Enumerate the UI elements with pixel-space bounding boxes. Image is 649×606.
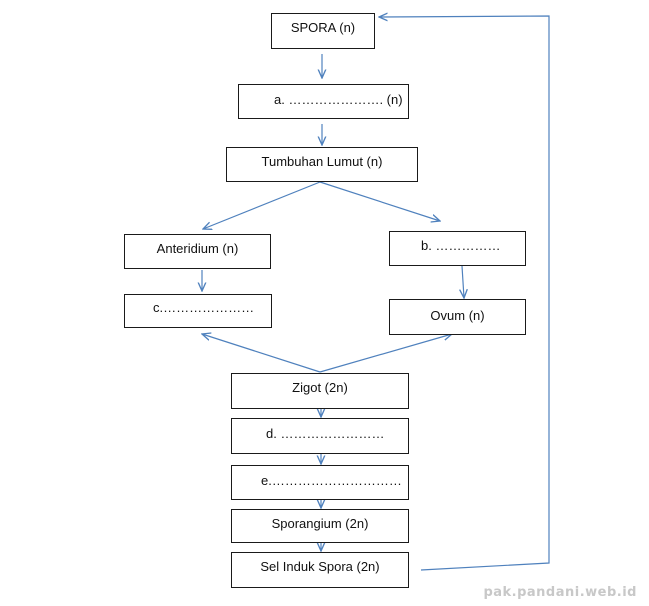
node-zigot-label: Zigot (2n)	[292, 380, 348, 395]
node-spora: SPORA (n)	[271, 13, 375, 49]
arrow-c-to-zigot-join	[202, 334, 321, 373]
node-sel-induk-spora-label: Sel Induk Spora (2n)	[260, 559, 380, 574]
node-sporangium-label: Sporangium (2n)	[271, 516, 369, 531]
watermark: pak.pandani.web.id	[483, 585, 637, 600]
node-b: b. ……………	[389, 231, 526, 266]
node-sel-induk-spora: Sel Induk Spora (2n)	[231, 552, 409, 588]
node-sporangium: Sporangium (2n)	[231, 509, 409, 543]
node-ovum: Ovum (n)	[389, 299, 526, 335]
node-d: d. ……………………	[231, 418, 409, 454]
node-d-label: d. ……………………	[266, 426, 385, 441]
node-c-label: c.…………………	[153, 300, 255, 315]
arrow-tumbuhan-to-anteridium	[203, 181, 321, 229]
node-tumbuhan-lumut-label: Tumbuhan Lumut (n)	[261, 154, 383, 169]
node-ovum-label: Ovum (n)	[430, 308, 485, 323]
node-c: c.…………………	[124, 294, 272, 328]
arrow-ovum-to-zigot-join	[319, 334, 452, 373]
node-spora-label: SPORA (n)	[290, 20, 356, 35]
node-e-label: e.…………………………	[261, 473, 402, 488]
node-a-label: a. …………………. (n)	[274, 92, 403, 107]
node-anteridium-label: Anteridium (n)	[156, 241, 239, 256]
node-e: e.…………………………	[231, 465, 409, 500]
node-tumbuhan-lumut: Tumbuhan Lumut (n)	[226, 147, 418, 182]
arrow-sel-to-spora-loop	[379, 16, 550, 571]
node-b-label: b. ……………	[421, 238, 501, 253]
arrow-b-to-ovum	[462, 265, 464, 298]
node-anteridium: Anteridium (n)	[124, 234, 271, 269]
node-zigot: Zigot (2n)	[231, 373, 409, 409]
arrow-tumbuhan-to-b	[319, 181, 440, 221]
node-a: a. …………………. (n)	[238, 84, 409, 119]
